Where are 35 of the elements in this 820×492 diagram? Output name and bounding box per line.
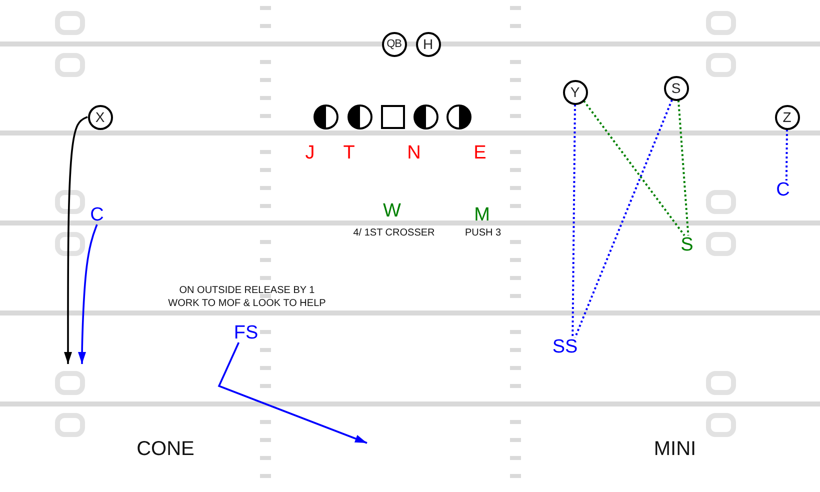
lineman-marker (347, 104, 373, 130)
route-arrow (78, 224, 98, 364)
defender-label: E (474, 144, 486, 162)
coverage-line (583, 100, 686, 236)
player-marker: Z (774, 104, 800, 130)
defender-label: J (305, 144, 315, 162)
player-marker: Y (562, 80, 588, 104)
player-marker: X (88, 104, 112, 130)
coverage-line (785, 129, 788, 181)
player-marker: H (416, 32, 440, 56)
defender-label: FS (234, 324, 258, 342)
route-arrow (64, 116, 88, 364)
lineman-marker (446, 104, 472, 130)
coverage-label: MINI (654, 439, 696, 459)
defender-label: C (90, 206, 104, 224)
assignment-note: ON OUTSIDE RELEASE BY 1 WORK TO MOF & LOOK TO HELP (167, 284, 327, 310)
defender-label: SS (552, 338, 578, 356)
player-marker: QB (382, 32, 406, 56)
player-marker: S (664, 76, 688, 100)
coverage-line (574, 99, 673, 338)
defender-label: S (680, 236, 694, 254)
assignment-note: PUSH 3 (464, 226, 502, 240)
lineman-marker (413, 104, 439, 130)
defender-label: T (343, 144, 355, 162)
coverage-line (572, 104, 576, 338)
defender-label: C (776, 180, 790, 200)
route-arrow (218, 342, 368, 444)
assignment-note: 4/ 1ST CROSSER (353, 226, 435, 240)
lineman-marker (313, 104, 339, 130)
defender-label: W (383, 202, 401, 220)
defender-label: M (474, 206, 490, 224)
defender-label: N (407, 144, 421, 162)
coverage-label: CONE (136, 439, 194, 459)
coverage-line (677, 100, 690, 236)
center-marker (381, 105, 405, 129)
